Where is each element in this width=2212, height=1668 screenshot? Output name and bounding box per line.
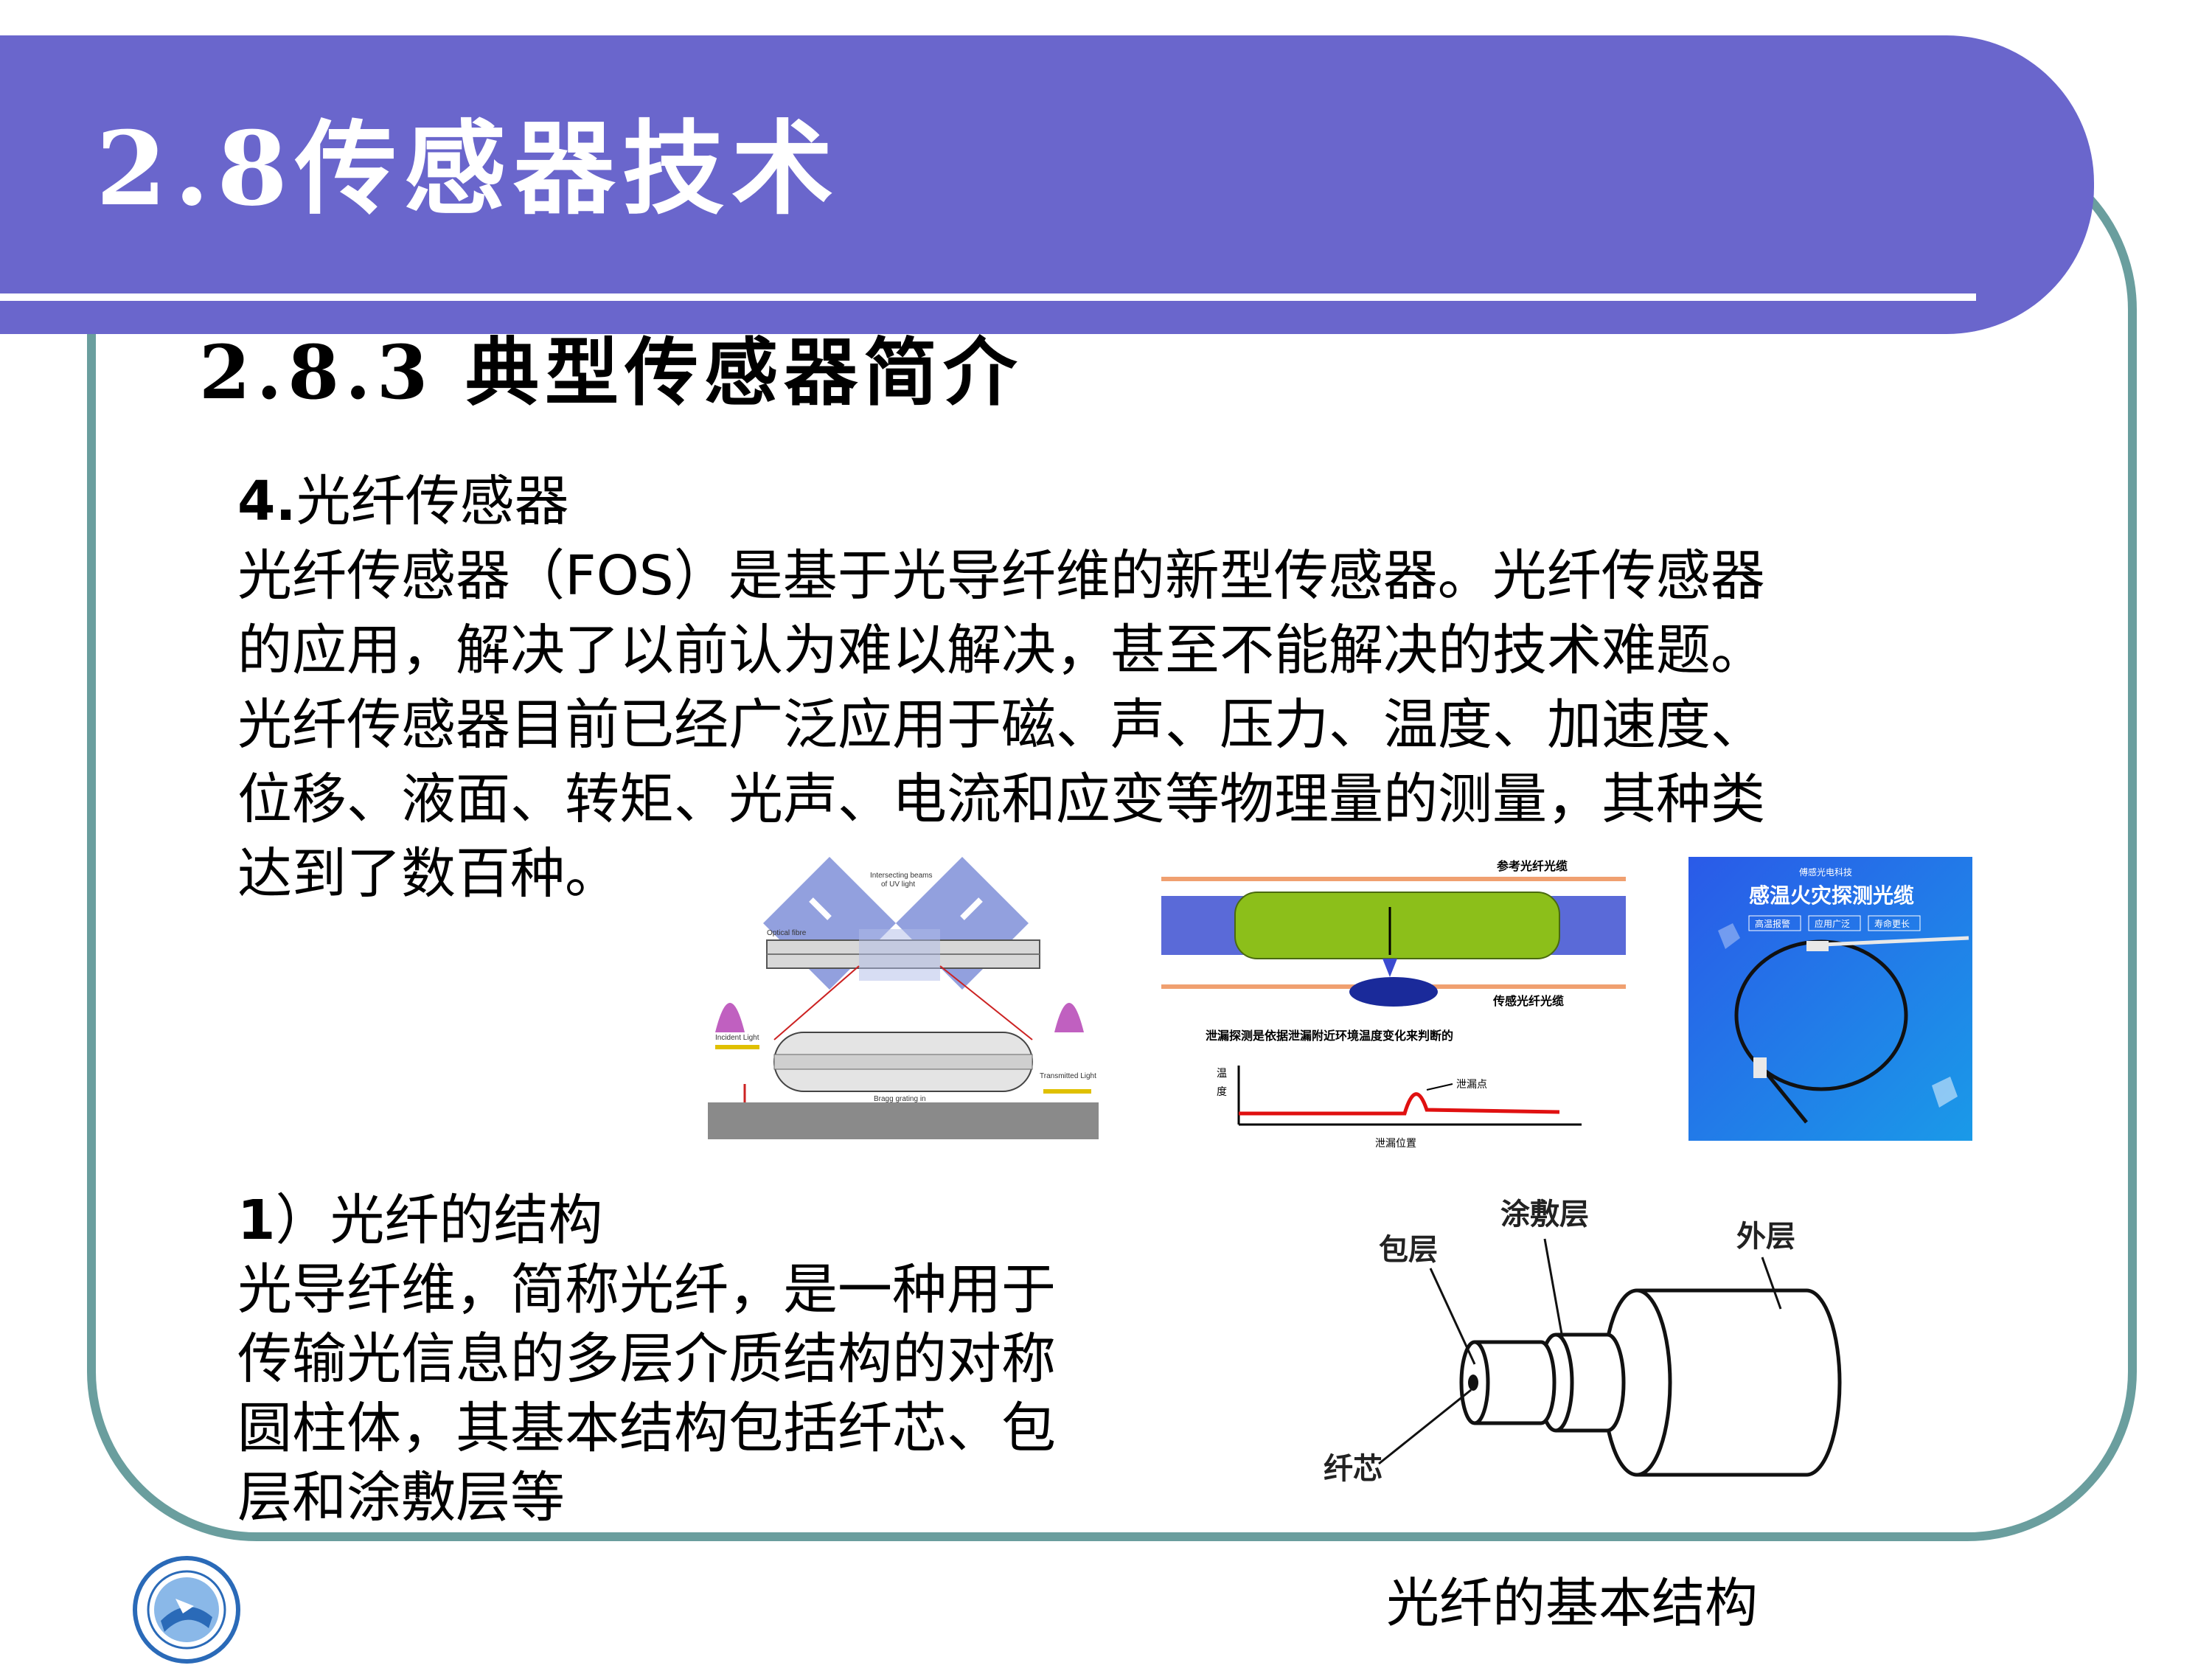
y-label-2: 度 bbox=[1217, 1086, 1227, 1098]
label-ref-cable: 参考光纤光缆 bbox=[1497, 859, 1568, 873]
fos-line-3: 光纤传感器目前已经广泛应用于磁、声、压力、温度、加速度、 bbox=[237, 693, 1765, 757]
fos-line-2: 的应用，解决了以前认为难以解决，甚至不能解决的技术难题。 bbox=[237, 619, 1765, 682]
leak-point-label: 泄漏点 bbox=[1456, 1079, 1487, 1091]
fire-detection-cable-figure: 傅感光电科技 感温火灾探测光缆 高温报警 应用广泛 寿命更长 bbox=[1688, 857, 1972, 1144]
fos-text-block: 4.光纤传感器 光纤传感器（FOS）是基于光导纤维的新型传感器。光纤传感器 的应… bbox=[237, 465, 1765, 911]
fos-heading: 4.光纤传感器 bbox=[237, 470, 569, 533]
label-fibre: Optical fibre bbox=[767, 929, 807, 937]
cable-tag-2: 应用广泛 bbox=[1815, 918, 1850, 929]
bragg-grating-figure: Intersecting beams of UV light Optical f… bbox=[708, 855, 1099, 1142]
fiber-structure-diagram: 涂敷层 包层 外层 纤芯 bbox=[1298, 1180, 1888, 1507]
cable-tag-3: 寿命更长 bbox=[1874, 918, 1910, 929]
x-label: 泄漏位置 bbox=[1375, 1138, 1416, 1150]
structure-heading: 1）光纤的结构 bbox=[237, 1189, 603, 1252]
cable-title: 感温火灾探测光缆 bbox=[1749, 883, 1914, 908]
cable-brand: 傅感光电科技 bbox=[1799, 866, 1852, 878]
label-grating: Bragg grating in bbox=[874, 1095, 926, 1103]
structure-line-4: 层和涂敷层等 bbox=[237, 1466, 565, 1529]
cable-tag-1: 高温报警 bbox=[1755, 918, 1790, 929]
structure-text-block: 1）光纤的结构 光导纤维，简称光纤，是一种用于 传输光信息的多层介质结构的对称 … bbox=[237, 1186, 1056, 1532]
label-core: 纤芯 bbox=[1324, 1451, 1382, 1486]
fos-line-5: 达到了数百种。 bbox=[237, 842, 619, 906]
leak-description: 泄漏探测是依据泄漏附近环境温度变化来判断的 bbox=[1206, 1029, 1453, 1043]
fos-line-1: 光纤传感器（FOS）是基于光导纤维的新型传感器。光纤传感器 bbox=[237, 544, 1765, 608]
label-incident: Incident Light bbox=[715, 1034, 759, 1042]
label-beams-1: Intersecting beams bbox=[870, 872, 933, 880]
section-subtitle: 2.8.3 典型传感器简介 bbox=[199, 329, 1023, 416]
label-coating: 涂敷层 bbox=[1500, 1197, 1589, 1231]
university-logo bbox=[131, 1554, 242, 1668]
label-sense-cable: 传感光纤光缆 bbox=[1492, 994, 1564, 1008]
header-divider bbox=[0, 293, 1976, 301]
structure-line-1: 光导纤维，简称光纤，是一种用于 bbox=[237, 1258, 1056, 1321]
label-outer: 外层 bbox=[1736, 1219, 1795, 1254]
y-label-1: 温 bbox=[1217, 1068, 1227, 1080]
label-transmitted: Transmitted Light bbox=[1040, 1072, 1096, 1080]
header-band bbox=[0, 35, 2094, 334]
label-cladding: 包层 bbox=[1379, 1232, 1438, 1267]
leak-detection-figure: 参考光纤光缆 传感光纤光缆 泄漏探测是依据泄漏附近环境温度变化来判断的 温 度 … bbox=[1161, 855, 1633, 1161]
structure-line-2: 传输光信息的多层介质结构的对称 bbox=[237, 1327, 1056, 1391]
fos-line-4: 位移、液面、转矩、光声、电流和应变等物理量的测量，其种类 bbox=[237, 768, 1765, 831]
slide-title: 2.8传感器技术 bbox=[96, 108, 841, 229]
structure-line-3: 圆柱体，其基本结构包括纤芯、包 bbox=[237, 1397, 1056, 1460]
slide-frame bbox=[87, 140, 2137, 1541]
fiber-caption: 光纤的基本结构 bbox=[1386, 1572, 1759, 1634]
label-beams-2: of UV light bbox=[881, 880, 915, 889]
